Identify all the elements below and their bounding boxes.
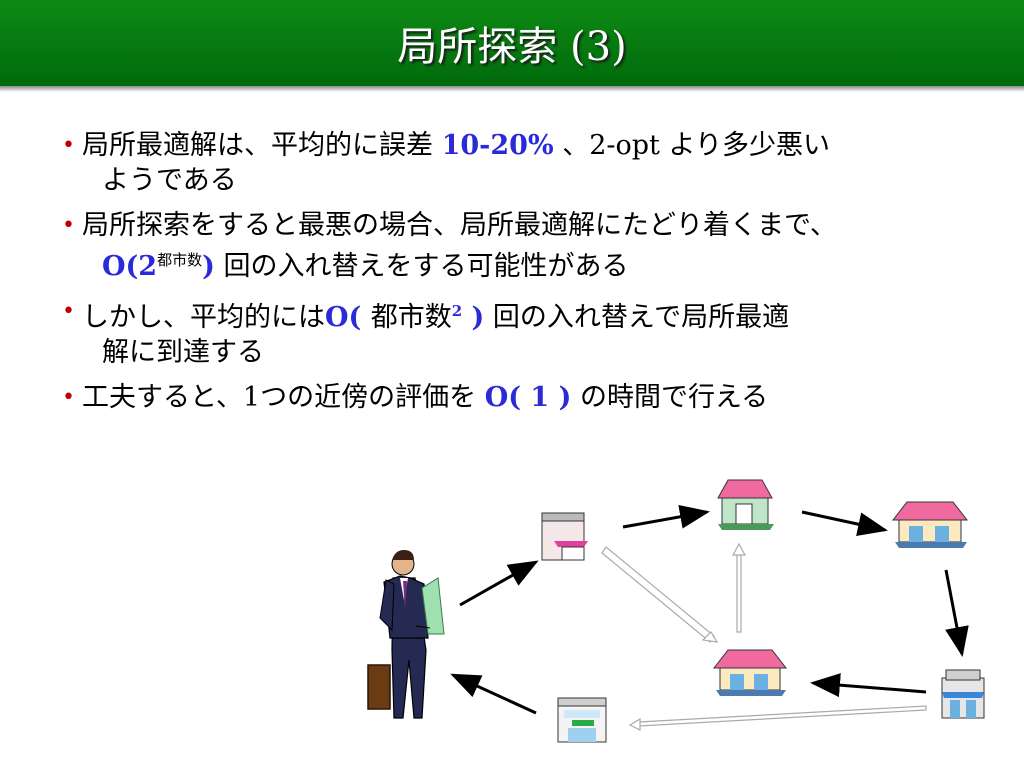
bullet-1-text-f: ようである bbox=[102, 165, 237, 196]
store-icon bbox=[541, 512, 588, 561]
store-icon bbox=[557, 697, 607, 743]
salesman-icon bbox=[367, 550, 445, 719]
bullet-1-text-a: 局所最適解は、平均的に誤差 bbox=[82, 130, 442, 161]
bullet-2-exponent: 都市数 bbox=[157, 251, 203, 269]
bullet-1-text-e: より多少悪い bbox=[659, 130, 830, 161]
bullet-item-3: • しかし、平均的にはO( 都市数2 ) 回の入れ替えで局所最適 解に到達する bbox=[62, 294, 982, 370]
route-arrow bbox=[459, 560, 539, 607]
bullet-4-one: 1 bbox=[242, 382, 261, 413]
bullet-1-error-range: 10-20% bbox=[441, 130, 554, 161]
bullet-2-text-e: 回の入れ替えをする可能性がある bbox=[214, 251, 629, 282]
bullet-dot: • bbox=[62, 213, 75, 238]
bullet-1-2opt: 2-opt bbox=[589, 130, 660, 161]
bullet-dot: • bbox=[62, 385, 75, 410]
bullet-4-text-e: の時間で行える bbox=[571, 382, 769, 413]
bullet-item-1: • 局所最適解は、平均的に誤差 10-20% 、2-opt より多少悪い ようで… bbox=[62, 128, 982, 198]
bullet-dot: • bbox=[62, 133, 75, 158]
bullet-3-text-g: 解に到達する bbox=[102, 337, 264, 368]
bullet-item-2: • 局所探索をすると最悪の場合、局所最適解にたどり着くまで、 O(2都市数) 回… bbox=[62, 208, 982, 284]
route-arrow bbox=[622, 504, 710, 529]
store-icon bbox=[717, 479, 774, 530]
bullet-4-order: O( 1 ) bbox=[484, 382, 572, 413]
bullet-item-4: • 工夫すると、1つの近傍の評価を O( 1 ) の時間で行える bbox=[62, 380, 982, 415]
swap-arrow bbox=[601, 546, 715, 643]
bullet-4-text-c: つの近傍の評価を bbox=[260, 382, 485, 413]
route-arrow bbox=[944, 569, 969, 657]
route-arrow bbox=[810, 673, 927, 698]
bullet-3-order-close: ) bbox=[462, 302, 485, 333]
swap-arrows bbox=[601, 542, 927, 731]
bullet-2-line-2: O(2都市数) 回の入れ替えをする可能性がある bbox=[82, 243, 982, 284]
title-shadow bbox=[0, 86, 1024, 92]
bullet-4-text-a: 工夫すると、 bbox=[82, 382, 243, 413]
bullet-3-exponent: 2 bbox=[451, 302, 463, 320]
bullet-3-text-f: 回の入れ替えで局所最適 bbox=[484, 302, 790, 333]
bullet-list: • 局所最適解は、平均的に誤差 10-20% 、2-opt より多少悪い ようで… bbox=[62, 128, 982, 425]
route-arrow bbox=[450, 673, 537, 715]
title-main: 局所探索 bbox=[397, 24, 571, 70]
bullet-3-order-open: O( bbox=[325, 302, 371, 333]
swap-arrow bbox=[638, 705, 927, 727]
tsp-route-diagram bbox=[367, 479, 985, 743]
bullet-3-text-a: しかし、平均的には bbox=[82, 302, 325, 333]
bullet-3-cities: 都市数 bbox=[370, 302, 452, 333]
title-bar bbox=[0, 0, 1024, 86]
bullet-2-text-a: 局所探索をすると最悪の場合、局所最適解にたどり着くまで、 bbox=[82, 210, 837, 241]
route-arrow bbox=[801, 510, 888, 537]
bullet-2-order-open: O(2 bbox=[102, 251, 158, 282]
store-icon bbox=[712, 649, 788, 696]
route-arrows bbox=[450, 504, 969, 715]
bullet-2-order-close: ) bbox=[202, 251, 215, 282]
title-number: (3) bbox=[570, 24, 627, 70]
bullet-dot: • bbox=[62, 299, 75, 324]
bullet-1-text-c: 、 bbox=[553, 130, 590, 161]
store-icon bbox=[941, 669, 985, 719]
page-title: 局所探索 (3) bbox=[0, 14, 1024, 72]
swap-arrow bbox=[736, 551, 742, 633]
store-icon bbox=[891, 501, 969, 548]
